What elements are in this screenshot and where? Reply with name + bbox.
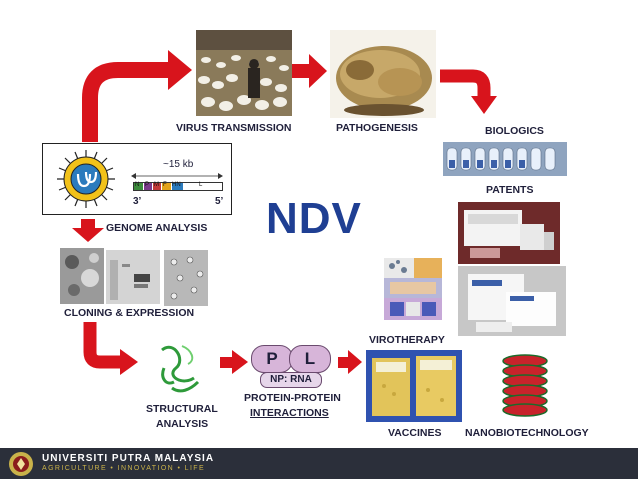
virotherapy-image [384,258,442,320]
patents-image-top [458,202,560,264]
five-prime-label: 5’ [215,196,224,207]
three-prime-label: 3’ [133,196,142,207]
cloning-expression-label: CLONING & EXPRESSION [64,307,195,319]
structural-label-1: STRUCTURAL [146,403,218,415]
biologics-image [443,142,567,176]
footer-university-name: UNIVERSITI PUTRA MALAYSIA [42,453,215,464]
vaccines-label: VACCINES [388,427,442,439]
nanobiotechnology-label: NANOBIOTECHNOLOGY [465,427,589,439]
gene-label-f: F [163,182,167,188]
structural-image [152,338,208,400]
gene-map [133,182,223,191]
gene-n [134,183,143,190]
arrow-transmission-to-pathogenesis [291,54,327,88]
arrow-pathogenesis-to-biologics [440,69,497,114]
protein-l-shape: L [289,345,331,373]
cloning-image-em [60,248,104,304]
genome-size-bracket [131,173,223,179]
cloning-image-gel [106,250,160,304]
genome-size-label: ~15 kb [163,159,194,170]
biologics-label: BIOLOGICS [485,125,544,137]
np-rna-label: NP: RNA [270,374,312,385]
virotherapy-label: VIROTHERAPY [369,334,445,346]
university-logo-icon [9,452,33,476]
gene-p [144,183,152,190]
patents-label: PATENTS [486,184,534,196]
genome-analysis-label: GENOME ANALYSIS [106,222,208,234]
protein-label-2: INTERACTIONS [250,407,329,419]
gene-label-m: M [154,182,159,188]
gene-m [153,183,161,190]
virus-transmission-label: VIRUS TRANSMISSION [176,122,292,134]
virion-icon [57,150,115,208]
ndv-title: NDV [266,194,362,243]
gene-label-n: N [135,182,140,188]
protein-label-1: PROTEIN-PROTEIN [244,392,341,404]
arrow-genome-to-cloning [72,219,104,242]
gene-label-p: P [145,182,150,188]
virus-transmission-image [196,30,292,116]
pathogenesis-label: PATHOGENESIS [336,122,418,134]
protein-l-label: L [304,349,316,368]
gene-f [162,183,171,190]
pathogenesis-image [330,30,436,118]
vaccines-image [366,350,462,422]
gene-hn [172,183,183,190]
arrow-genome-to-transmission [82,50,192,142]
protein-p-label: P [266,349,278,368]
np-rna-shape: NP: RNA [260,372,322,388]
patents-image-bottom [458,266,566,336]
arrow-structural-to-protein [220,350,248,374]
protein-p-shape: P [251,345,293,373]
arrow-cloning-to-structural [83,322,138,375]
structural-label-2: ANALYSIS [156,418,209,430]
gene-label-hn: HN [172,182,181,188]
gene-labels: N P M F HN L [133,181,223,190]
genome-box: ~15 kb N P M F HN L 3’ 5’ [42,143,232,215]
footer-motto: AGRICULTURE • INNOVATION • LIFE [42,465,206,472]
gene-label-l: L [199,182,203,188]
footer-bar: UNIVERSITI PUTRA MALAYSIA AGRICULTURE • … [0,448,638,479]
nanobiotechnology-image [500,353,550,417]
cloning-image-particles [164,250,208,306]
gene-l [184,183,221,190]
arrow-protein-to-vaccines [338,350,362,374]
